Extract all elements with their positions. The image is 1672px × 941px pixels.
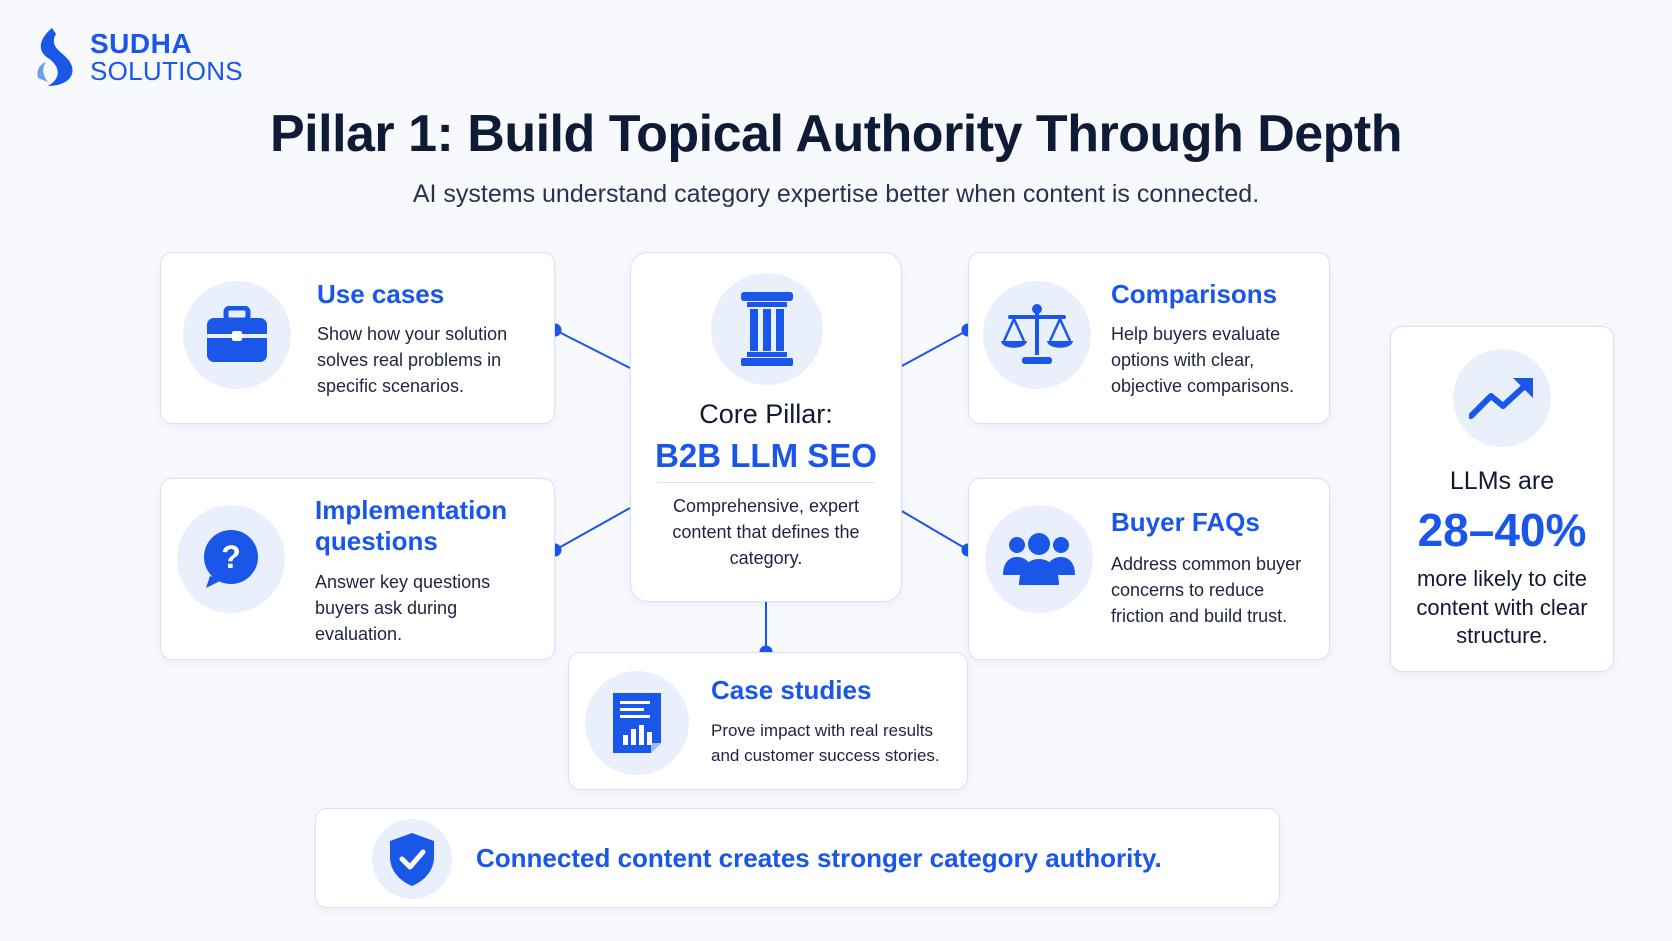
case-studies-icon-circle [585,671,689,775]
brand-logo: SUDHA SOLUTIONS [26,24,243,90]
stat-value: 28–40% [1417,504,1587,556]
core-pillar-card: Core Pillar: B2B LLM SEO Comprehensive, … [630,252,902,602]
briefcase-icon [207,306,267,362]
core-icon-circle [711,273,823,385]
case-studies-description: Prove impact with real results and custo… [711,721,940,765]
stat-icon-circle [1453,349,1551,447]
comparisons-title: Comparisons [1111,279,1278,309]
use-cases-card: Use cases Show how your solution solves … [160,252,555,424]
connector-use-cases [554,329,631,369]
use-cases-icon-circle [183,281,291,389]
people-icon [1003,533,1075,585]
connector-comparisons [899,329,969,368]
connector-buyer-faqs [899,509,969,551]
page-title: Pillar 1: Build Topical Authority Throug… [269,105,1403,163]
core-name: B2B LLM SEO [655,437,877,474]
case-studies-title: Case studies [711,675,872,705]
implementation-description: Answer key questions buyers ask during e… [315,572,491,645]
page-subtitle: AI systems understand category expertise… [412,180,1260,208]
shield-check-icon [390,833,434,886]
buyer-faqs-card: Buyer FAQs Address common buyer concerns… [968,478,1330,660]
buyer-faqs-description: Address common buyer concerns to reduce … [1111,554,1302,627]
comparisons-card: Comparisons Help buyers evaluate options… [968,252,1330,424]
implementation-icon-circle: ? [177,505,285,613]
implementation-card: ? Implementation questions Answer key qu… [160,478,555,660]
connector-implementation [554,507,631,551]
scales-icon [1001,304,1073,364]
use-cases-description: Show how your solution solves real probl… [317,324,508,397]
banner-text: Connected content creates stronger categ… [476,843,1162,873]
core-description: Comprehensive, expert content that defin… [672,496,860,569]
use-cases-title: Use cases [317,279,445,309]
stat-post-text: more likely to cite content with clear s… [1416,566,1588,649]
stat-pre-text: LLMs are [1449,467,1555,495]
brand-subname: SOLUTIONS [90,56,243,86]
buyer-faqs-title: Buyer FAQs [1111,507,1260,537]
trend-up-icon [1469,378,1533,419]
buyer-faqs-icon-circle [985,505,1093,613]
comparisons-icon-circle [983,281,1091,389]
comparisons-description: Help buyers evaluate options with clear,… [1111,324,1295,397]
core-divider [657,482,875,483]
stat-card: LLMs are 28–40% more likely to cite cont… [1390,326,1614,672]
banner-icon-circle [372,819,452,899]
svg-text:?: ? [221,539,241,575]
brand-name: SUDHA [90,28,193,59]
report-chart-icon [613,693,661,753]
implementation-title: Implementation questions [315,495,508,557]
core-heading: Core Pillar: [699,399,833,429]
drop-logo-icon [37,28,73,86]
question-bubble-icon: ? [204,530,258,588]
pillar-icon [741,292,793,366]
case-studies-card: Case studies Prove impact with real resu… [568,652,968,790]
bottom-banner: Connected content creates stronger categ… [315,808,1280,908]
